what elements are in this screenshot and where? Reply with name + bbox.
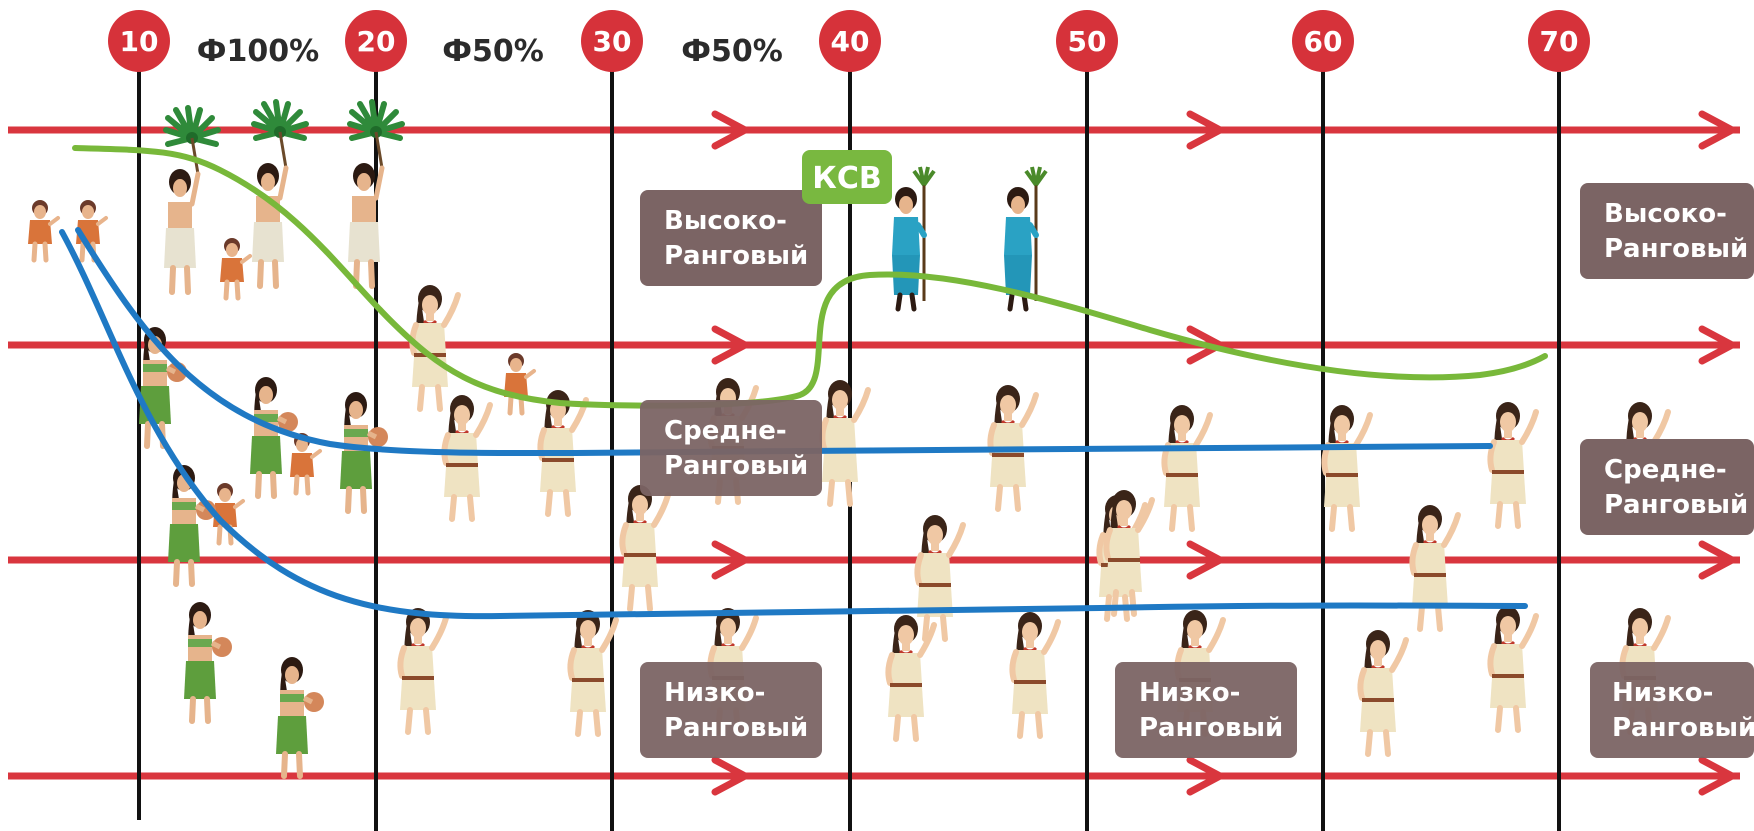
arrowhead-icon — [1698, 110, 1736, 150]
age-marker-10: 10 — [108, 10, 170, 72]
woman-with-pot-figure — [276, 657, 324, 776]
standing-woman-figure — [400, 608, 446, 732]
arrowhead-icon — [711, 756, 749, 796]
green-curve — [72, 145, 1548, 409]
arrowhead-icon — [1698, 325, 1736, 365]
rank-box-low-3: Низко- Ранговый — [1590, 662, 1754, 758]
rank-box-mid-1-line1: Средне- — [664, 416, 787, 446]
rank-box-mid-2-line2: Ранговый — [1604, 490, 1748, 520]
rank-box-low-1-line2: Ранговый — [664, 713, 808, 743]
standing-woman-figure — [1412, 505, 1458, 629]
rank-box-high-1-line2: Ранговый — [664, 241, 808, 271]
rank-box-low-3-line1: Низко- — [1612, 678, 1713, 708]
standing-woman-figure — [1012, 612, 1058, 736]
rank-box-mid-2: Средне- Ранговый — [1580, 439, 1754, 535]
arrowhead-icon — [711, 540, 749, 580]
arrowhead-icon — [1186, 110, 1224, 150]
rank-box-mid-1: Средне- Ранговый — [640, 400, 822, 496]
blue-curve-low — [59, 229, 1528, 620]
phase-label-2: Ф50% — [442, 34, 544, 69]
standing-woman-figure — [622, 485, 668, 609]
rank-box-high-2-line1: Высоко- — [1604, 199, 1727, 229]
standing-woman-figure — [1360, 630, 1406, 754]
ksv-badge: КСВ — [802, 150, 892, 204]
rank-box-high-2-line2: Ранговый — [1604, 234, 1748, 264]
age-marker-label: 50 — [1068, 25, 1107, 58]
rank-box-mid-1-line2: Ранговый — [664, 451, 808, 481]
standing-woman-figure — [1164, 405, 1210, 529]
child-figure — [504, 353, 534, 413]
age-marker-label: 60 — [1304, 25, 1343, 58]
child-figure — [220, 238, 250, 298]
age-marker-label: 10 — [120, 25, 159, 58]
standing-woman-figure — [1324, 405, 1370, 529]
rank-arrows — [8, 110, 1740, 796]
rank-box-high-1-line1: Высоко- — [664, 206, 787, 236]
age-markers: 10 20 30 40 50 60 70 — [108, 10, 1590, 72]
phase-label-1: Ф100% — [197, 34, 319, 69]
arrowhead-icon — [1698, 540, 1736, 580]
age-marker-20: 20 — [345, 10, 407, 72]
ksv-badge-text: КСВ — [812, 161, 881, 196]
age-marker-40: 40 — [819, 10, 881, 72]
blue-curve-mid — [75, 227, 1493, 457]
rank-box-low-2-line2: Ранговый — [1139, 713, 1283, 743]
rank-box-low-2: Низко- Ранговый — [1115, 662, 1297, 758]
age-marker-label: 70 — [1540, 25, 1579, 58]
arrowhead-icon — [1186, 756, 1224, 796]
age-marker-50: 50 — [1056, 10, 1118, 72]
arrowhead-icon — [1186, 325, 1224, 365]
age-marker-70: 70 — [1528, 10, 1590, 72]
standing-woman-figure — [444, 395, 490, 519]
standing-woman-figure — [1490, 402, 1536, 526]
rank-box-low-3-line2: Ранговый — [1612, 713, 1754, 743]
man-with-branch-figure — [892, 167, 934, 309]
rank-box-high-2: Высоко- Ранговый — [1580, 183, 1754, 279]
rank-box-mid-2-line1: Средне- — [1604, 455, 1727, 485]
arrowhead-icon — [711, 110, 749, 150]
standing-woman-figure — [822, 380, 868, 504]
woman-with-palm-leaf-figure — [164, 108, 218, 292]
woman-with-pot-figure — [184, 602, 232, 721]
arrowhead-icon — [1698, 756, 1736, 796]
rank-box-low-1-line1: Низко- — [664, 678, 765, 708]
rank-box-low-2-line1: Низко- — [1139, 678, 1240, 708]
rank-box-low-1: Низко- Ранговый — [640, 662, 822, 758]
arrowhead-icon — [1186, 540, 1224, 580]
age-marker-label: 20 — [357, 25, 396, 58]
standing-woman-figure — [570, 610, 616, 734]
standing-woman-figure — [1490, 606, 1536, 730]
man-with-branch-figure — [1004, 167, 1046, 309]
age-marker-60: 60 — [1292, 10, 1354, 72]
arrowhead-icon — [711, 325, 749, 365]
age-marker-label: 40 — [831, 25, 870, 58]
age-marker-30: 30 — [581, 10, 643, 72]
standing-woman-figure — [917, 515, 963, 639]
child-figure — [28, 200, 58, 260]
phase-label-3: Ф50% — [681, 34, 783, 69]
rank-box-high-1: Высоко- Ранговый — [640, 190, 822, 286]
age-marker-label: 30 — [593, 25, 632, 58]
